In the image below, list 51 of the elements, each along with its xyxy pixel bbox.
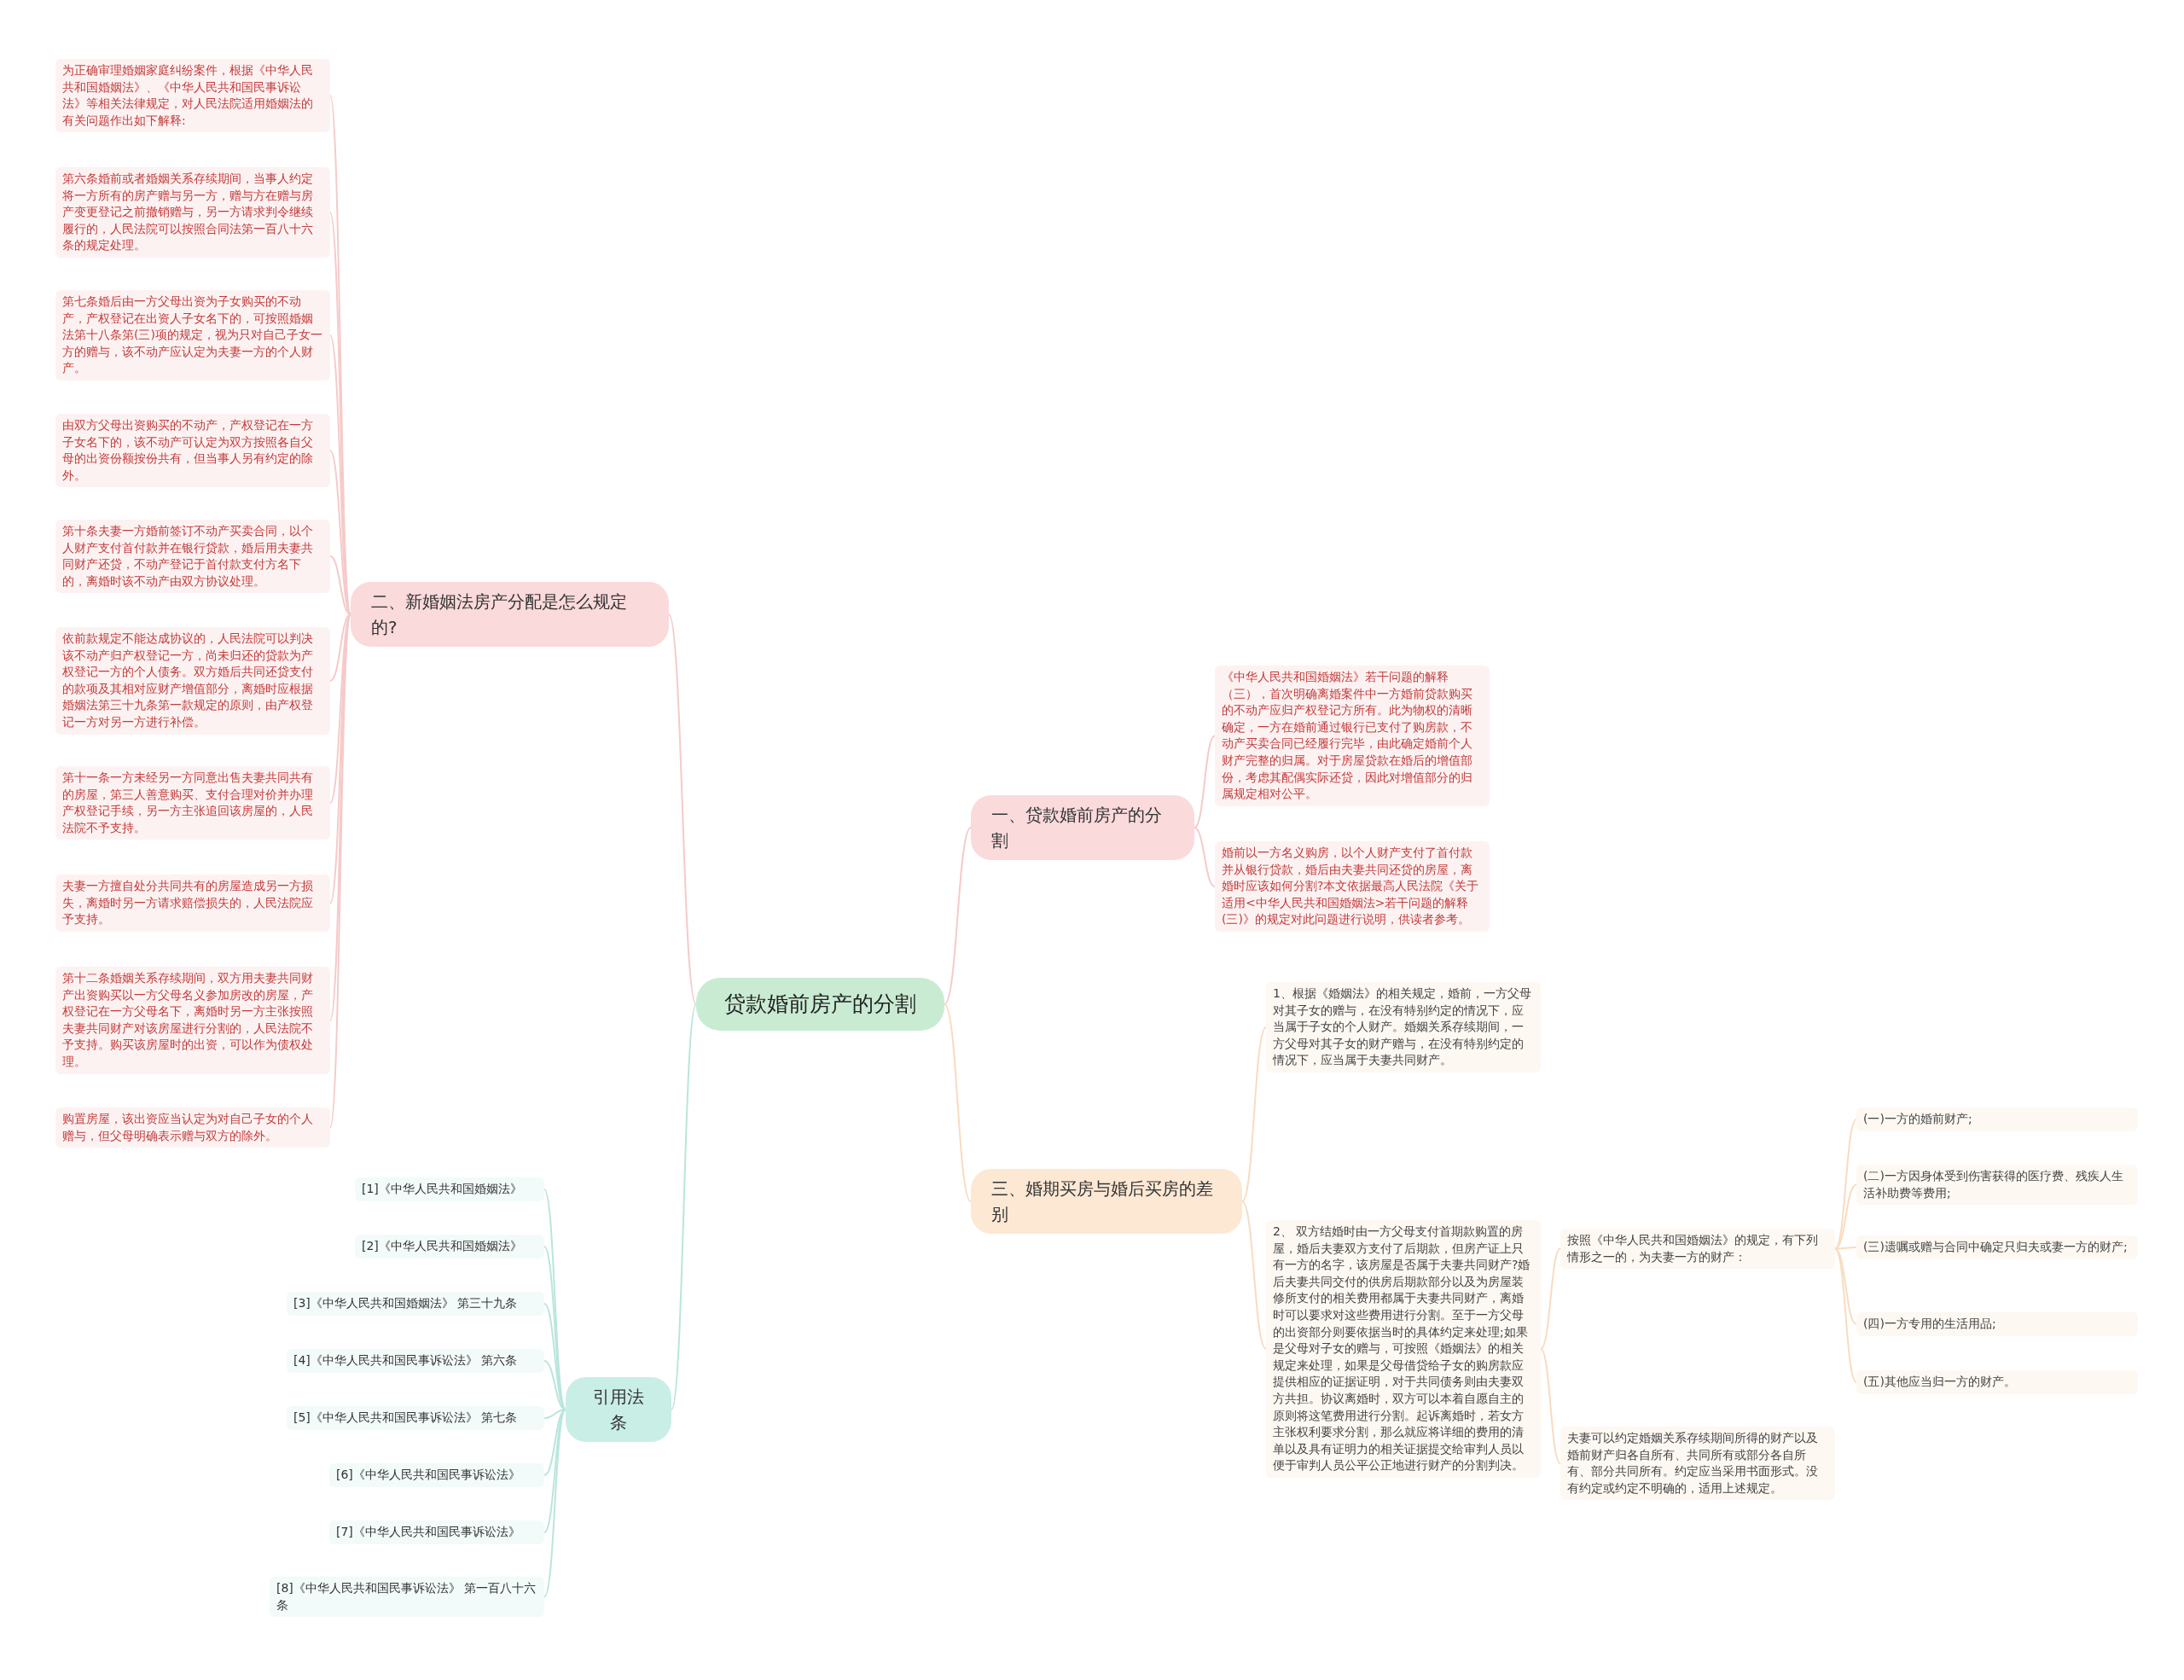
text-note: 婚前以一方名义购房，以个人财产支付了首付款并从银行贷款，婚后由夫妻共同还贷的房屋，离婚时应该如何分割?本文依据最高人民法院《关于适用<中华人民共和国婚姻法>若干问题的解释(三)》的规定对此问题进行说明，供读者参考。 bbox=[1215, 841, 1490, 932]
reference-item: [7]《中华人民共和国民事诉讼法》 bbox=[329, 1520, 544, 1544]
reference-item: [4]《中华人民共和国民事诉讼法》 第六条 bbox=[287, 1349, 544, 1373]
text-note: 第十条夫妻一方婚前签订不动产买卖合同，以个人财产支付首付款并在银行贷款，婚后用夫妻共同财产还贷，不动产登记于首付款支付方名下的，离婚时该不动产由双方协议处理。 bbox=[55, 520, 330, 594]
connector-line bbox=[1241, 1026, 1267, 1202]
connector-line bbox=[1194, 827, 1216, 887]
connector-line bbox=[1834, 1183, 1857, 1250]
connector-line bbox=[944, 1003, 972, 1202]
connector-line bbox=[1834, 1247, 1857, 1250]
text-note: (三)遗嘱或赠与合同中确定只归夫或妻一方的财产; bbox=[1856, 1235, 2138, 1259]
text-note: 第六条婚前或者婚姻关系存续期间，当事人约定将一方所有的房产赠与另一方，赠与方在赠与房产变更登记之前撤销赠与，另一方请求判令继续履行的，人民法院可以按照合同法第一百八十六条的规定处理。 bbox=[55, 167, 330, 258]
reference-item: [6]《中华人民共和国民事诉讼法》 bbox=[329, 1463, 544, 1487]
root-topic: 贷款婚前房产的分割 bbox=[696, 978, 944, 1031]
connector-line bbox=[668, 613, 697, 1005]
text-note: 1、根据《婚姻法》的相关规定，婚前，一方父母对其子女的赠与，在没有特别约定的情况下，应当属于子女的个人财产。婚姻关系存续期间，一方父母对其子女的财产赠与，在没有特别约定的情况下，应当属于夫妻共同财产。 bbox=[1266, 982, 1541, 1073]
text-note: 由双方父母出资购买的不动产，产权登记在一方子女名下的，该不动产可认定为双方按照各自父母的出资份额按份共有，但当事人另有约定的除外。 bbox=[55, 414, 330, 488]
text-note: (五)其他应当归一方的财产。 bbox=[1856, 1370, 2138, 1394]
text-note: (一)一方的婚前财产; bbox=[1856, 1107, 2138, 1131]
text-note: (二)一方因身体受到伤害获得的医疗费、残疾人生活补助费等费用; bbox=[1856, 1165, 2138, 1206]
connector-line bbox=[543, 1409, 566, 1598]
text-note: 夫妻可以约定婚姻关系存续期间所得的财产以及婚前财产归各自所有、共同所有或部分各自所有、部分共同所有。约定应当采用书面形式。没有约定或约定不明确的，适用上述规定。 bbox=[1560, 1427, 1835, 1501]
connector-line bbox=[1834, 1119, 1857, 1250]
text-note: 第十一条一方未经另一方同意出售夫妻共同共有的房屋，第三人善意购买、支付合理对价并办理产权登记手续，另一方主张追回该房屋的，人民法院不予支持。 bbox=[55, 766, 330, 840]
connector-line bbox=[1540, 1348, 1561, 1464]
text-note: 第十二条婚姻关系存续期间，双方用夫妻共同财产出资购买以一方父母名义参加房改的房屋，产权登记在一方父母名下，离婚时另一方主张按照夫妻共同财产对该房屋进行分割的，人民法院不予支持。购买该房屋时的出资，可以作为债权处理。 bbox=[55, 967, 330, 1074]
text-note: (四)一方专用的生活用品; bbox=[1856, 1312, 2138, 1336]
reference-item: [3]《中华人民共和国婚姻法》 第三十九条 bbox=[287, 1292, 544, 1316]
connector-line bbox=[1194, 735, 1216, 828]
text-note: 依前款规定不能达成协议的，人民法院可以判决该不动产归产权登记一方，尚未归还的贷款为产权登记一方的个人债务。双方婚后共同还贷支付的款项及其相对应财产增值部分，离婚时应根据婚姻法第三十九条第一款规定的原则，由产权登记一方对另一方进行补偿。 bbox=[55, 627, 330, 735]
text-note: 购置房屋，该出资应当认定为对自己子女的个人赠与，但父母明确表示赠与双方的除外。 bbox=[55, 1107, 330, 1148]
text-note: 按照《中华人民共和国婚姻法》的规定，有下列情形之一的，为夫妻一方的财产： bbox=[1560, 1229, 1835, 1270]
reference-item: [1]《中华人民共和国婚姻法》 bbox=[355, 1177, 544, 1201]
reference-item: [8]《中华人民共和国民事诉讼法》 第一百八十六条 bbox=[270, 1577, 544, 1618]
connector-line bbox=[1834, 1247, 1857, 1383]
text-note: 为正确审理婚姻家庭纠纷案件，根据《中华人民共和国婚姻法》、《中华人民共和国民事诉讼法》等相关法律规定，对人民法院适用婚姻法的有关问题作出如下解释: bbox=[55, 59, 330, 133]
connector-line bbox=[671, 1003, 697, 1410]
branch-topic: 二、新婚姻法房产分配是怎么规定的? bbox=[351, 582, 669, 647]
connector-line bbox=[329, 613, 351, 682]
text-note: 第七条婚后由一方父母出资为子女购买的不动产，产权登记在出资人子女名下的，可按照婚姻法第十八条第(三)项的规定，视为只对自己子女一方的赠与，该不动产应认定为夫妻一方的个人财产。 bbox=[55, 290, 330, 381]
connector-line bbox=[1241, 1200, 1267, 1350]
connector-line bbox=[1540, 1247, 1561, 1350]
reference-item: [2]《中华人民共和国婚姻法》 bbox=[355, 1235, 544, 1259]
branch-topic: 一、贷款婚前房产的分割 bbox=[971, 795, 1194, 860]
text-note: 《中华人民共和国婚姻法》若干问题的解释（三），首次明确离婚案件中一方婚前贷款购买的不动产应归产权登记方所有。此为物权的清晰确定，一方在婚前通过银行已支付了购房款，不动产买卖合同已经履行完毕，由此确定婚前个人财产完整的归属。对于房屋贷款在婚后的增值部份，考虑其配偶实际还贷，因此对增值部分的归属规定相对公平。 bbox=[1215, 666, 1490, 806]
reference-item: [5]《中华人民共和国民事诉讼法》 第七条 bbox=[287, 1406, 544, 1430]
connector-line bbox=[944, 827, 972, 1005]
text-note: 夫妻一方擅自处分共同共有的房屋造成另一方损失，离婚时另一方请求赔偿损失的，人民法院应予支持。 bbox=[55, 875, 330, 932]
text-note: 2、 双方结婚时由一方父母支付首期款购置的房屋，婚后夫妻双方支付了后期款，但房产证上只有一方的名字，该房屋是否属于夫妻共同财产?婚后夫妻共同交付的供房后期款部分以及为房屋装修所支付的相关费用都属于夫妻共同财产，离婚时可以要求对这些费用进行分割。至于一方父母的出资部分则要依据当时的具体约定来处理;如果是父母对子女的赠与，可按照《婚姻法》的相关规定来处理，如果是父母借贷给子女的购房款应提供相应的证据证明，对于共同债务则由夫妻双方共担。协议离婚时，双方可以本着自愿自主的原则将这笔费用进行分割。起诉离婚时，若女方主张权利要求分割，那么就应将详细的费用的清单以及具有证明力的相关证据提交给审判人员以便于审判人员公平公正地进行财产的分割判决。 bbox=[1266, 1220, 1541, 1478]
branch-topic: 三、婚期买房与婚后买房的差别 bbox=[971, 1169, 1242, 1234]
branch-topic: 引用法条 bbox=[566, 1377, 671, 1442]
connector-line bbox=[329, 555, 351, 615]
